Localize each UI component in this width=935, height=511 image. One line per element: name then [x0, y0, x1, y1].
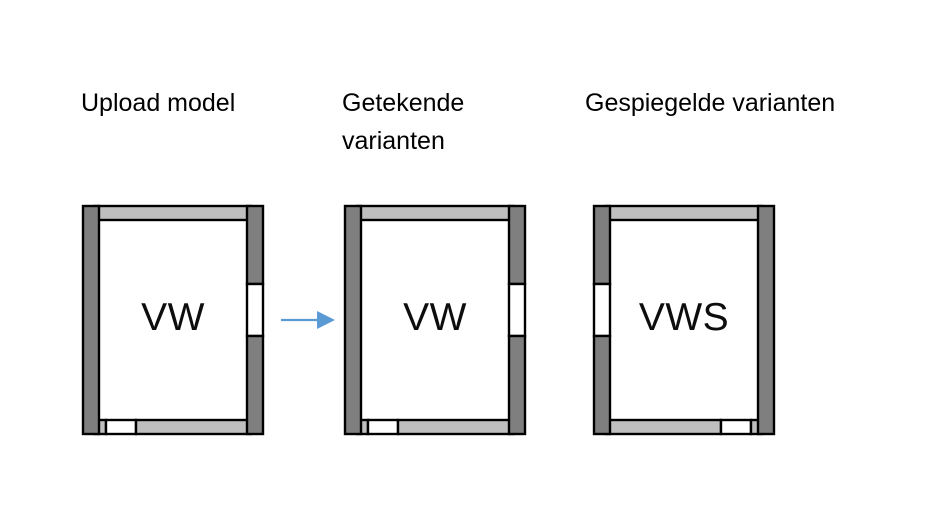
- floorplan-drawn-variant: VW: [343, 203, 527, 437]
- interior-floor: [592, 203, 776, 437]
- wall-left-lower-segment: [592, 334, 612, 436]
- transform-arrow-icon: [281, 311, 335, 329]
- interior-floor: [343, 203, 527, 437]
- wall-right: [756, 204, 776, 436]
- opening-bottom-door: [719, 418, 753, 436]
- wall-left: [343, 204, 363, 436]
- room-outline: [360, 219, 510, 421]
- wall-top: [93, 204, 253, 222]
- heading-getekende-varianten: Getekende varianten: [342, 89, 465, 155]
- wall-bottom-right-segment: [134, 418, 253, 436]
- room-outline: [98, 219, 248, 421]
- wall-top: [355, 204, 515, 222]
- room-outline: [609, 219, 759, 421]
- wall-bottom-left-segment: [604, 418, 723, 436]
- floorplan-mirrored-variant: VWS: [592, 203, 776, 437]
- floorplan-upload-model: VW: [81, 203, 265, 437]
- floorplan-drawn-variant-svg: [343, 203, 527, 437]
- floorplan-mirrored-variant-svg: [592, 203, 776, 437]
- opening-right-window: [507, 282, 527, 338]
- opening-left-window: [592, 282, 612, 338]
- interior-floor: [81, 203, 265, 437]
- opening-bottom-door: [366, 418, 400, 436]
- heading-upload-model: Upload model: [81, 89, 236, 117]
- wall-right-upper-segment: [507, 204, 527, 286]
- wall-right-lower-segment: [245, 334, 265, 436]
- floorplan-upload-model-svg: [81, 203, 265, 437]
- wall-bottom-right-segment: [396, 418, 515, 436]
- wall-right-lower-segment: [507, 334, 527, 436]
- wall-left: [81, 204, 101, 436]
- wall-right-upper-segment: [245, 204, 265, 286]
- opening-right-window: [245, 282, 265, 338]
- arrow-head: [317, 311, 335, 329]
- heading-gespiegelde-varianten: Gespiegelde varianten: [585, 89, 836, 117]
- wall-left-upper-segment: [592, 204, 612, 286]
- wall-top: [604, 204, 764, 222]
- opening-bottom-door: [104, 418, 138, 436]
